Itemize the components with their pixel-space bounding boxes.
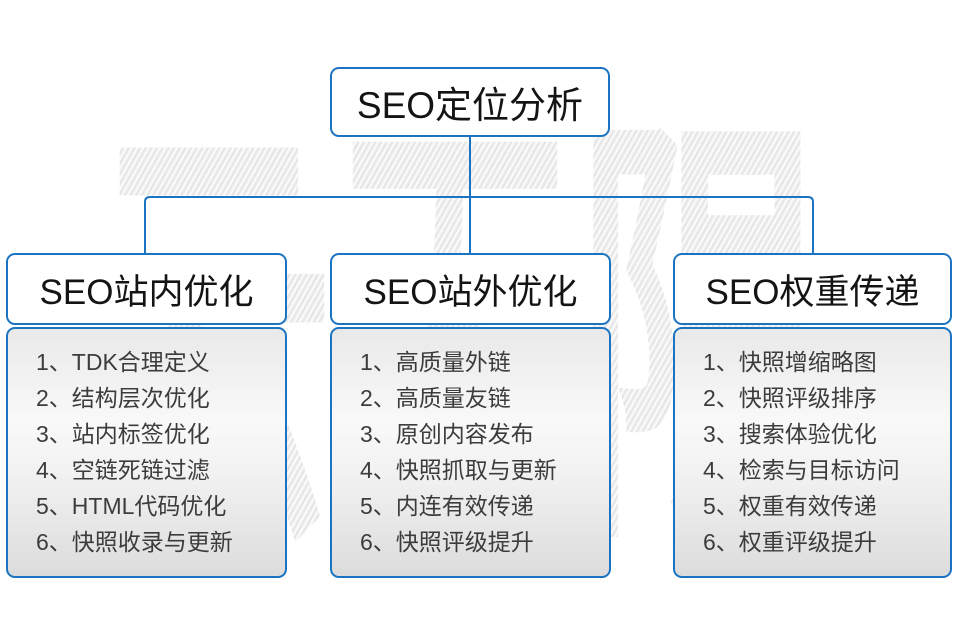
branch-header-offsite: SEO站外优化	[330, 253, 611, 325]
list-item: 2、高质量友链	[360, 385, 511, 411]
branch-panel-weight: 1、快照增缩略图 2、快照评级排序 3、搜索体验优化 4、检索与目标访问 5、权…	[673, 327, 952, 578]
branch-panel-offsite: 1、高质量外链 2、高质量友链 3、原创内容发布 4、快照抓取与更新 5、内连有…	[330, 327, 611, 578]
connector-branch-rail	[144, 196, 814, 253]
list-item: 3、原创内容发布	[360, 421, 534, 447]
list-item: 1、TDK合理定义	[36, 349, 210, 375]
list-item: 2、结构层次优化	[36, 385, 210, 411]
list-item: 6、权重评级提升	[703, 529, 877, 555]
list-item: 4、空链死链过滤	[36, 457, 210, 483]
root-title: SEO定位分析	[356, 85, 584, 126]
branch-title: SEO权重传递	[705, 272, 920, 312]
branch-header-onsite: SEO站内优化	[6, 253, 287, 325]
list-item: 5、权重有效传递	[703, 493, 877, 519]
branch-panel-onsite: 1、TDK合理定义 2、结构层次优化 3、站内标签优化 4、空链死链过滤 5、H…	[6, 327, 287, 578]
branch-header-weight: SEO权重传递	[673, 253, 952, 325]
list-item: 6、快照收录与更新	[36, 529, 233, 555]
branch-title: SEO站内优化	[39, 272, 254, 312]
branch-title: SEO站外优化	[363, 272, 578, 312]
list-item: 3、站内标签优化	[36, 421, 210, 447]
list-item: 1、快照增缩略图	[703, 349, 877, 375]
list-item: 1、高质量外链	[360, 349, 511, 375]
list-item: 6、快照评级提升	[360, 529, 534, 555]
list-item: 5、HTML代码优化	[36, 493, 227, 519]
list-item: 3、搜索体验优化	[703, 421, 877, 447]
list-item: 4、检索与目标访问	[703, 457, 900, 483]
list-item: 4、快照抓取与更新	[360, 457, 557, 483]
list-item: 5、内连有效传递	[360, 493, 534, 519]
root-node: SEO定位分析	[330, 67, 610, 137]
list-item: 2、快照评级排序	[703, 385, 877, 411]
